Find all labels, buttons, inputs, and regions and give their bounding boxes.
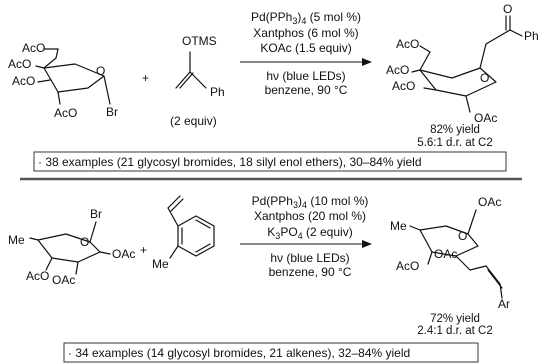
r2-sm1-me: Me (8, 233, 25, 247)
r2-product: O OAc Me OAc AcO Ar (390, 195, 510, 311)
r1-sm1-oac-3: AcO (12, 74, 35, 88)
r1-product: O O AcO AcO AcO Ph OAc (386, 2, 539, 125)
r2-sm1-oac-3: AcO (26, 269, 49, 283)
r1-prod-oac-3: AcO (392, 79, 415, 93)
r2-sm1-br: Br (90, 207, 102, 221)
r2-cond-ligand: Xantphos (20 mol %) (254, 209, 366, 223)
r2-sm1-oac-2: OAc (52, 273, 75, 287)
r2-prod-oac-3: AcO (396, 259, 419, 273)
r2-cond-catalyst: Pd(PPh3)4 (10 mol %) (252, 194, 369, 210)
r1-silyl-enol-ether: OTMS Ph (2 equiv) (170, 34, 225, 128)
r2-prod-ar: Ar (498, 297, 510, 311)
r1-sm1-br: Br (106, 105, 118, 119)
r2-me: Me (152, 257, 169, 271)
r1-prod-ph: Ph (524, 29, 539, 43)
r1-prod-carbonyl-o: O (503, 2, 512, 16)
r1-sm1-oac-4: AcO (54, 106, 77, 120)
r1-glycosyl-bromide: O AcO AcO AcO AcO Br (8, 41, 118, 120)
r1-cond-base: KOAc (1.5 equiv) (260, 41, 351, 55)
r1-cond-solvent: benzene, 90 °C (265, 83, 348, 97)
r1-sm1-oac-1: AcO (22, 41, 45, 55)
r2-cond-light: hν (blue LEDs) (270, 251, 349, 265)
r2-alkene: Me (152, 195, 215, 271)
r2-yield: 72% yield (430, 313, 480, 325)
reaction2: O Br Me OAc OAc AcO + Me Pd(PPh3)4 (10 m… (8, 194, 510, 363)
r2-conditions: Pd(PPh3)4 (10 mol %) Xantphos (20 mol %)… (240, 194, 372, 279)
r1-cond-ligand: Xantphos (6 mol %) (253, 26, 358, 40)
r1-yield: 82% yield (430, 124, 480, 136)
r1-otms: OTMS (182, 34, 217, 48)
r2-selectivity: 2.4:1 d.r. at C2 (417, 325, 492, 337)
r1-conditions: Pd(PPh3)4 (5 mol %) Xantphos (6 mol %) K… (240, 10, 372, 97)
r2-plus: + (140, 243, 147, 257)
r2-prod-me: Me (390, 219, 407, 233)
r1-prod-oac-4: OAc (474, 111, 497, 125)
r1-prod-ring-o: O (480, 71, 489, 85)
reaction1: O AcO AcO AcO AcO Br + OTMS Ph (2 equiv)… (8, 2, 539, 172)
r2-scope-box (63, 342, 479, 363)
r1-scope-box (33, 151, 507, 172)
r1-cond-light: hν (blue LEDs) (266, 69, 345, 83)
r1-sm1-ring-o: O (96, 64, 105, 78)
r2-cond-base: K3PO4 (2 equiv) (267, 225, 352, 241)
r2-prod-ring-o: O (458, 229, 467, 243)
r2-arrow-head (362, 240, 372, 248)
r2-cond-solvent: benzene, 90 °C (269, 265, 352, 279)
r1-prod-oac-2: AcO (386, 63, 409, 77)
r2-prod-oac-1: OAc (478, 195, 501, 209)
r1-cond-catalyst: Pd(PPh3)4 (5 mol %) (251, 10, 361, 26)
r1-equiv: (2 equiv) (170, 114, 217, 128)
r1-selectivity: 5.6:1 d.r. at C2 (417, 137, 492, 149)
r2-glycosyl-bromide: O Br Me OAc OAc AcO (8, 207, 135, 287)
r1-prod-oac-1: AcO (396, 37, 419, 51)
r1-arrow-head (362, 58, 372, 66)
r1-plus: + (142, 71, 149, 85)
r1-sm1-oac-2: AcO (8, 57, 31, 71)
r2-prod-oac-2: OAc (434, 247, 457, 261)
r1-ph: Ph (210, 85, 225, 99)
r2-sm1-oac-1: OAc (112, 247, 135, 261)
r1-scope-text: · 38 examples (21 glycosyl bromides, 18 … (38, 155, 422, 169)
r2-sm1-ring-o: O (80, 235, 89, 249)
r2-scope-text: · 34 examples (14 glycosyl bromides, 21 … (68, 346, 410, 360)
